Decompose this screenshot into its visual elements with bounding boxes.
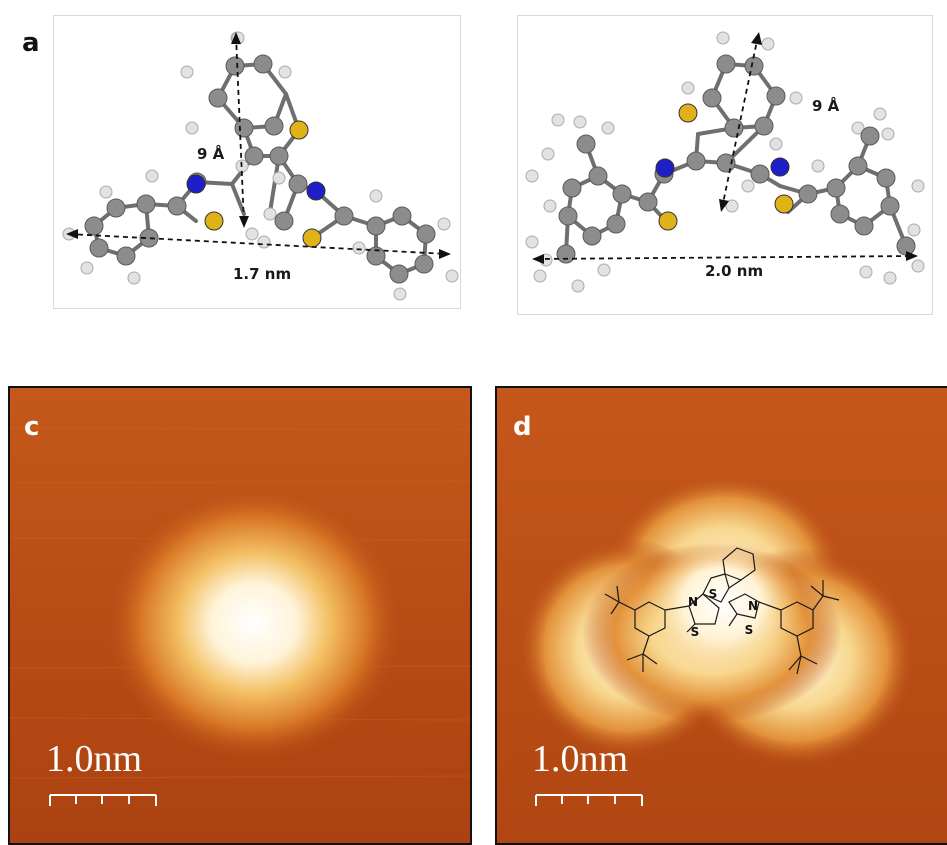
panel-c-stm-image [8, 386, 472, 845]
panel-c-molecule-blob [104, 483, 404, 763]
panel-b-molecule-svg [525, 31, 925, 293]
panel-d-scale-label: 1.0nm [532, 738, 629, 780]
panel-d-atom-label-s-thiophene: S [709, 587, 718, 601]
panel-a-arrowheads [66, 32, 451, 259]
panel-a-dimension-arrows [68, 35, 448, 255]
panel-c-scale-label: 1.0nm [46, 738, 143, 780]
panel-c-letter: c [24, 412, 40, 442]
panel-b-carbon-atoms [556, 54, 916, 264]
panel-d-atom-label-n-left: N [688, 595, 698, 609]
panel-b-arrowheads [532, 32, 918, 264]
panel-b-dimension-arrows [535, 35, 915, 260]
panel-a-heteroatoms [186, 120, 326, 248]
panel-c-stm-svg [10, 388, 470, 843]
panel-d-atom-label-s-left: S [691, 625, 700, 639]
panel-b-molecule-model [517, 15, 933, 315]
panel-d-atom-label-n-right: N [748, 599, 758, 613]
panel-d-stm-svg: S N S N S [497, 388, 947, 843]
panel-a-height-label: 9 Å [197, 145, 225, 163]
panel-d-structure-overlay [604, 547, 840, 675]
panel-a-width-label: 1.7 nm [233, 265, 292, 283]
panel-b-hydrogen-atoms [525, 31, 925, 293]
panel-d-scale-bar [535, 794, 643, 806]
panel-b-height-label: 9 Å [812, 97, 840, 115]
panel-a-letter: a [22, 28, 40, 58]
panel-c-scale-bar [49, 794, 157, 806]
panel-d-atom-labels: S N S N S [688, 587, 758, 639]
panel-b-heteroatoms [655, 103, 794, 231]
panel-d-atom-label-s-right: S [745, 623, 754, 637]
panel-a-molecule-svg [62, 31, 459, 301]
panel-d-stm-image: S N S N S [495, 386, 947, 845]
panel-a-molecule-model [53, 15, 461, 309]
panel-d-letter: d [513, 412, 532, 442]
panel-b-width-label: 2.0 nm [705, 262, 764, 280]
